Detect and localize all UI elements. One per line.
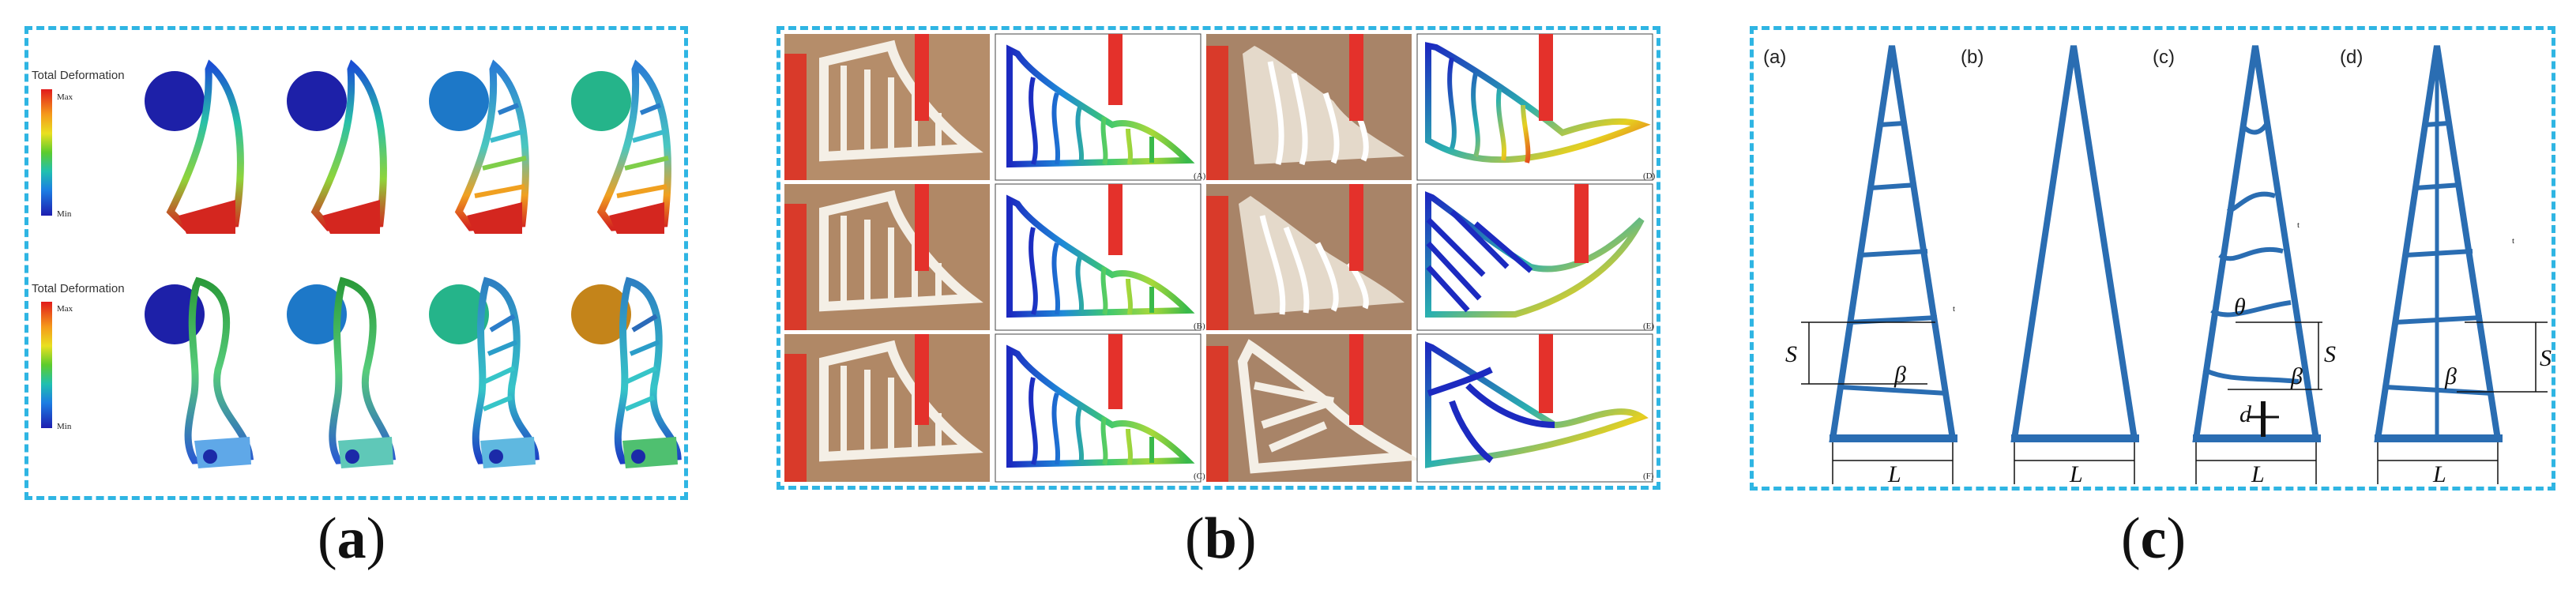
design-a: (a) S β t L (1763, 45, 1957, 487)
symbol-t-d: t (2512, 236, 2514, 246)
symbol-S-a: S (1785, 341, 1797, 367)
fem-bottom-3 (429, 276, 540, 468)
panel-c-frame: (a) S β t L (b) L (1750, 26, 2555, 491)
symbol-beta-a: β (1893, 362, 1906, 388)
fem-top-2 (287, 59, 387, 234)
fem-bottom-1 (145, 276, 254, 468)
sublabel-F: (F) (1643, 472, 1654, 481)
sublabel-C: (C) (1194, 472, 1205, 481)
design-d: (d) S β t L (2340, 45, 2552, 487)
legend-bottom-min: Min (57, 422, 72, 431)
panel-b-frame: (A) (D) (B) (777, 26, 1660, 490)
symbol-L-d: L (2432, 461, 2446, 487)
photo-2a (784, 184, 990, 330)
fem-bottom-2 (287, 276, 397, 468)
symbol-d-c: d (2239, 401, 2252, 427)
sublabel-A: (A) (1194, 171, 1206, 181)
panel-b-figure: (A) (D) (B) (784, 33, 1656, 483)
sublabel-c-d: (d) (2340, 47, 2363, 68)
sublabel-c-c: (c) (2153, 47, 2175, 68)
sublabel-c-a: (a) (1763, 47, 1786, 68)
photo-1a (784, 34, 990, 180)
panel-a-figure: Total Deformation Max Min Total Deformat… (32, 59, 682, 468)
sim-3d: (F) (1416, 333, 1654, 483)
sublabel-E: (E) (1643, 321, 1654, 331)
photo-1c (1206, 34, 1412, 180)
fem-top-4 (571, 59, 671, 234)
symbol-beta-d: β (2444, 363, 2457, 389)
design-c: (c) S θ β t d L (2153, 45, 2336, 487)
symbol-L-c: L (2251, 461, 2265, 487)
design-b: (b) L (1961, 45, 2139, 487)
photo-3a (784, 334, 990, 482)
panel-a-frame: Total Deformation Max Min Total Deformat… (24, 26, 688, 500)
caption-a: (a) (318, 506, 386, 571)
symbol-theta-c: θ (2234, 294, 2246, 320)
sim-3b: (C) (995, 333, 1205, 483)
sublabel-B: (B) (1194, 321, 1205, 331)
legend-top-min: Min (57, 209, 72, 219)
symbol-L-a: L (1887, 461, 1901, 487)
symbol-L-b: L (2069, 461, 2083, 487)
sim-1b: (A) (995, 33, 1206, 181)
symbol-t-c: t (2297, 220, 2300, 230)
sim-2d: (E) (1416, 183, 1654, 331)
legend-top-colorbar (41, 89, 52, 216)
fem-top-3 (429, 59, 529, 234)
sim-1d: (D) (1416, 33, 1656, 181)
photo-3c (1206, 334, 1420, 482)
fem-bottom-4 (571, 276, 682, 468)
legend-bottom-title: Total Deformation (32, 282, 125, 295)
symbol-S-d: S (2540, 345, 2552, 371)
legend-bottom-max: Max (57, 304, 73, 314)
fem-top-1 (145, 59, 244, 234)
photo-2c (1206, 184, 1412, 330)
sublabel-D: (D) (1643, 171, 1656, 181)
panel-c-figure: (a) S β t L (b) L (1763, 45, 2552, 487)
caption-b: (b) (1185, 506, 1257, 571)
sublabel-c-b: (b) (1961, 47, 1984, 68)
legend-top-title: Total Deformation (32, 69, 125, 82)
legend-bottom-colorbar (41, 302, 52, 428)
symbol-S-c: S (2324, 341, 2336, 367)
symbol-beta-c: β (2290, 363, 2303, 389)
symbol-t-a: t (1953, 304, 1955, 314)
sim-2b: (B) (995, 183, 1205, 331)
legend-top-max: Max (57, 92, 73, 102)
caption-c: (c) (2121, 506, 2187, 571)
